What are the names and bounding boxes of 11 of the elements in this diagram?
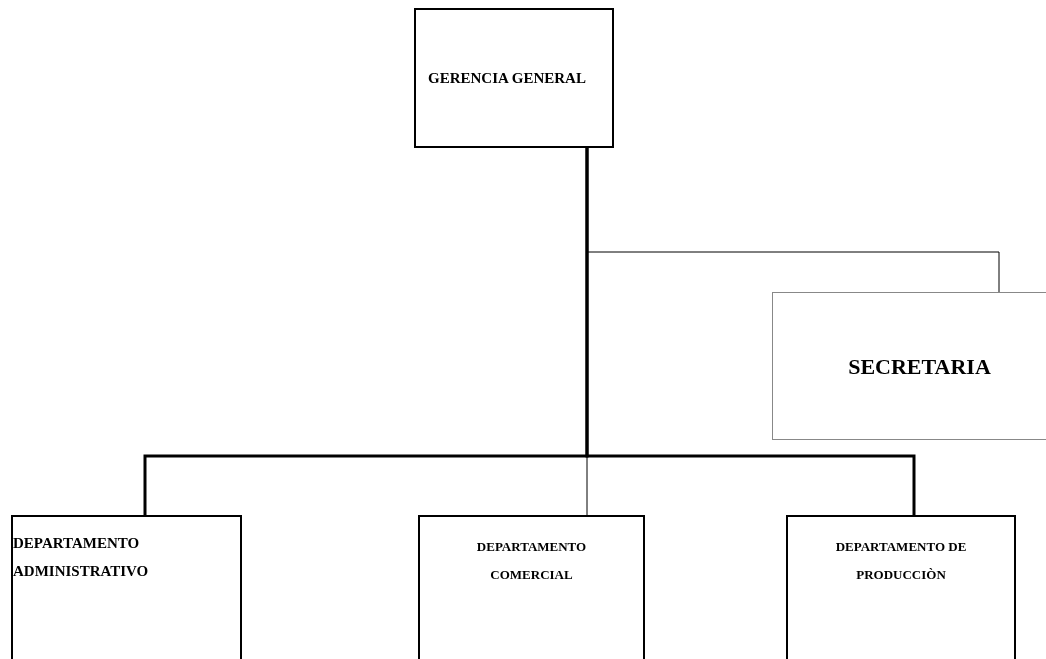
org-box [786, 515, 1016, 659]
org-box [772, 292, 1046, 440]
box-title: DEPARTAMENTO ADMINISTRATIVO [13, 534, 150, 581]
box-title: SECRETARIA [848, 352, 991, 381]
connector-line [585, 148, 916, 515]
org-box [11, 515, 242, 659]
box-title: DEPARTAMENTO DE PRODUCCIÒN [834, 538, 968, 584]
box-title: GERENCIA GENERAL [428, 68, 586, 88]
box-title: DEPARTAMENTO COMERCIAL [475, 538, 588, 584]
org-box [414, 8, 614, 148]
org-box [418, 515, 645, 659]
